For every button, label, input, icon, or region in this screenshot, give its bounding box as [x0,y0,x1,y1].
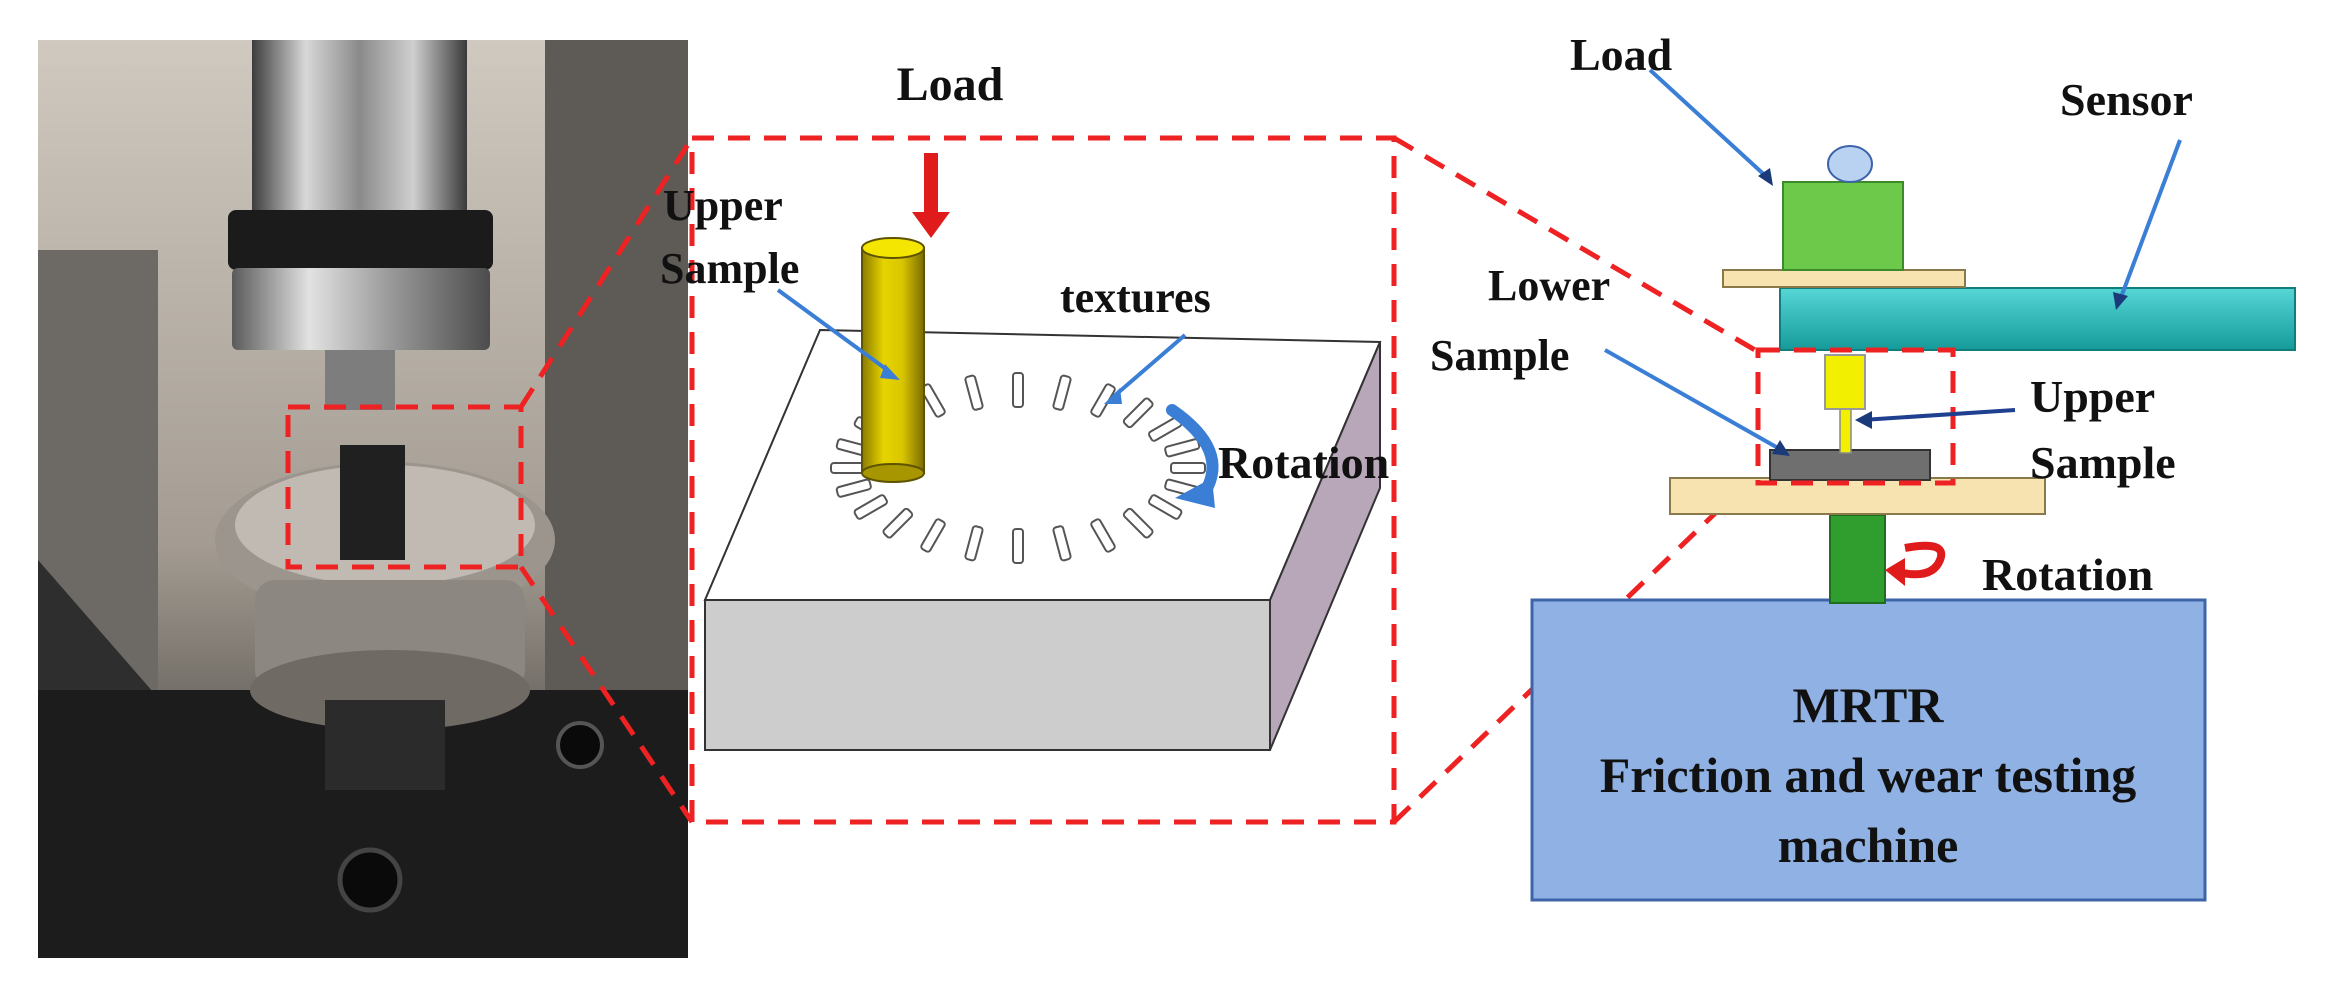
tester-schematic [1530,145,2296,902]
texture-groove [1052,525,1072,562]
texture-ring [830,372,1206,564]
texture-groove [964,374,984,411]
callout-connector [518,136,695,409]
load-pointer [1648,68,1772,182]
sensor-bar [1779,287,2296,351]
photo-spindle [325,350,395,410]
load-label: Load [1570,29,1673,80]
load-block [1782,181,1904,271]
apparatus-photo [38,40,688,958]
upper-sample-label: Upper [663,181,783,230]
lower-sample-label: Lower [1488,261,1610,310]
pointer-head [880,364,900,380]
pointer-head [2113,292,2128,310]
upper-sample-pin [1839,406,1852,454]
photo-upper-shaft [252,40,467,215]
photo-lower-spindle [325,700,445,790]
load-arrow-shaft [924,153,938,215]
textures-pointer [1110,333,1187,400]
upper-sample-label: Sample [660,244,799,293]
photo-bolt-hole [556,721,604,769]
rotation-label: Rotation [1982,549,2153,600]
block-front-face [704,599,1271,751]
textures-label: textures [1060,273,1211,322]
texture-groove [1090,518,1116,553]
lower-sample-label: Sample [1430,331,1569,380]
pin-bottom [861,463,925,483]
texture-groove [835,478,872,498]
texture-groove [1122,507,1154,539]
photo-black-collar [228,210,493,270]
sensor-pointer [2118,139,2182,301]
pointer-head [1772,440,1790,456]
load-arrow-head [912,212,950,238]
photo-pin-holder [340,445,405,560]
sensor-label: Sensor [2060,74,2193,125]
texture-groove [1012,528,1024,564]
texture-groove [1122,397,1154,429]
lower-plate [1669,477,2046,515]
rotation-arrow-head [1175,478,1215,508]
spindle [1829,514,1886,604]
photo-bolt-hole [337,847,403,913]
load-label: Load [897,58,1004,111]
lower-sample [1769,449,1931,481]
upper-sample-label: Upper [2030,371,2155,422]
texture-groove [1052,374,1072,411]
pointer-head [1855,411,1872,429]
callout-connector [518,565,695,824]
texture-groove [882,507,914,539]
pointer-head [1104,388,1122,404]
texture-groove [964,525,984,562]
photo-steel-ring [232,268,490,350]
machine-label: machine [1778,817,1959,873]
photo-callout-box [285,404,524,570]
lower-sample-block [703,328,1382,751]
upper-sample-pointer [776,288,892,374]
machine-body [1530,598,2207,902]
load-arrow [912,153,950,238]
texture-groove [1170,462,1206,474]
pin-top [861,237,925,259]
block-side-face [1269,341,1381,751]
load-weight-icon [1827,145,1873,183]
machine-label: Friction and wear testing [1600,747,2137,803]
upper-sample-label: Sample [2030,437,2176,488]
texture-groove [1148,494,1183,520]
texture-groove [920,518,946,553]
upper-sample-pointer [1861,408,2016,422]
rotation-arrow-icon [1897,541,1946,579]
photo-disc-base [250,650,530,730]
callout-connector [1392,473,1757,824]
callout-connector [1392,135,1757,353]
pointer-head [1758,168,1773,186]
upper-sample-holder [1824,354,1866,410]
upper-plate [1722,269,1966,288]
texture-groove [853,494,888,520]
rotation-label: Rotation [1218,437,1389,488]
lower-sample-pointer [1604,348,1786,454]
contact-callout-box [1755,347,1956,486]
machine-label: MRTR [1792,677,1944,733]
texture-groove [830,462,866,474]
rotation-arrow-head [1885,558,1905,586]
texture-groove [1012,372,1024,408]
